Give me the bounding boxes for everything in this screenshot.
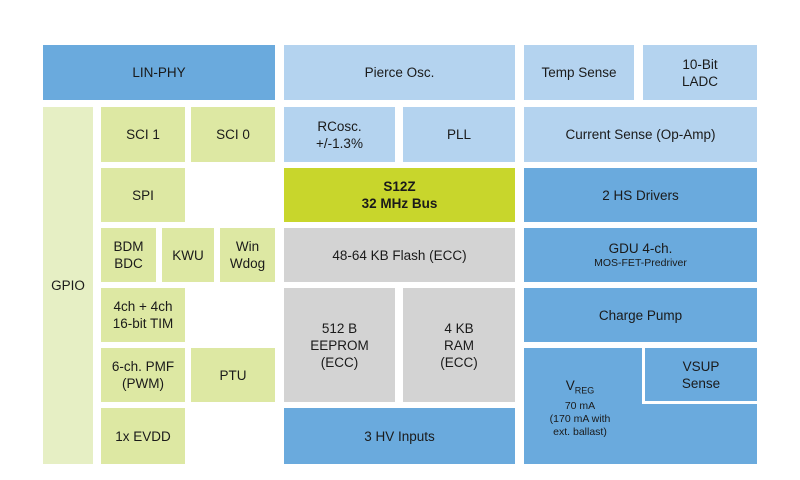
eeprom-label-line3: (ECC) xyxy=(320,354,359,370)
tim-label-line1: 4ch + 4ch xyxy=(113,299,173,314)
vreg-text-area: VREG 70 mA (170 mA with ext. ballast) xyxy=(524,348,636,464)
hs-drivers-block: 2 HS Drivers xyxy=(524,168,757,222)
charge-pump-block: Charge Pump xyxy=(524,288,757,342)
sci1-label: SCI 1 xyxy=(126,127,160,142)
rcosc-label-line2: +/-1.3% xyxy=(316,135,363,151)
vsup-label-line1: VSUP xyxy=(682,358,720,374)
spi-label: SPI xyxy=(132,187,154,203)
sci0-label: SCI 0 xyxy=(216,127,250,142)
hv-inputs-block: 3 HV Inputs xyxy=(284,408,515,464)
temp-sense-block: Temp Sense xyxy=(524,45,634,100)
pmf-label-line1: 6-ch. PMF xyxy=(111,359,175,374)
gdu-block: GDU 4-ch. MOS-FET-Predriver xyxy=(524,228,757,282)
bdm-label-line1: BDM xyxy=(113,239,144,254)
eeprom-label-line1: 512 B xyxy=(321,320,358,336)
lin-phy-label: LIN-PHY xyxy=(132,65,186,80)
tim-label-line2: 16-bit TIM xyxy=(112,316,174,331)
vreg-label-line1: VREG xyxy=(566,377,595,400)
ptu-label: PTU xyxy=(219,367,247,383)
evdd-block: 1x EVDD xyxy=(101,408,185,464)
s12z-core-block: S12Z 32 MHz Bus xyxy=(284,168,515,222)
bdm-label-line2: BDC xyxy=(114,256,143,271)
core-label-line2: 32 MHz Bus xyxy=(361,196,438,211)
kwu-block: KWU xyxy=(162,228,214,282)
gdu-label-line2: MOS-FET-Predriver xyxy=(594,257,687,269)
charge-pump-label: Charge Pump xyxy=(598,307,683,323)
temp-sense-label: Temp Sense xyxy=(541,65,617,80)
pierce-osc-label: Pierce Osc. xyxy=(364,65,435,80)
wdog-label-line2: Wdog xyxy=(229,256,266,271)
flash-block: 48-64 KB Flash (ECC) xyxy=(284,228,515,282)
eeprom-block: 512 B EEPROM (ECC) xyxy=(284,288,395,402)
vreg-label-line4: ext. ballast) xyxy=(553,425,607,438)
spi-block: SPI xyxy=(101,168,185,222)
rcosc-block: RCosc. +/-1.3% xyxy=(284,107,395,162)
hv-inputs-label: 3 HV Inputs xyxy=(364,428,435,444)
ram-label-line3: (ECC) xyxy=(440,354,478,370)
tim-block: 4ch + 4ch 16-bit TIM xyxy=(101,288,185,342)
gdu-label-line1: GDU 4-ch. xyxy=(608,241,673,256)
ladc-label-line1: 10-Bit xyxy=(682,56,718,72)
current-sense-label: Current Sense (Op-Amp) xyxy=(565,127,716,142)
pll-block: PLL xyxy=(403,107,515,162)
bdm-block: BDM BDC xyxy=(101,228,156,282)
ram-label-line2: RAM xyxy=(444,337,474,353)
pierce-osc-block: Pierce Osc. xyxy=(284,45,515,100)
pll-label: PLL xyxy=(446,127,472,142)
current-sense-block: Current Sense (Op-Amp) xyxy=(524,107,757,162)
hs-drivers-label: 2 HS Drivers xyxy=(602,187,679,203)
vsup-sense-block: VSUP Sense xyxy=(642,348,757,404)
ram-block: 4 KB RAM (ECC) xyxy=(403,288,515,402)
vsup-label-line2: Sense xyxy=(681,375,721,391)
sci0-block: SCI 0 xyxy=(191,107,275,162)
ladc-block: 10-Bit LADC xyxy=(643,45,757,100)
wdog-block: Win Wdog xyxy=(220,228,275,282)
kwu-label: KWU xyxy=(172,247,204,263)
flash-label: 48-64 KB Flash (ECC) xyxy=(332,247,467,263)
lin-phy-block: LIN-PHY xyxy=(43,45,275,100)
vreg-v: V xyxy=(565,378,575,394)
ladc-label-line2: LADC xyxy=(681,73,718,89)
sci1-block: SCI 1 xyxy=(101,107,185,162)
ram-label-line1: 4 KB xyxy=(444,320,474,336)
gpio-label: GPIO xyxy=(51,278,85,293)
pmf-label-line2: (PWM) xyxy=(122,376,164,391)
evdd-label: 1x EVDD xyxy=(115,428,171,444)
core-label-line1: S12Z xyxy=(383,179,416,194)
vreg-sub: REG xyxy=(574,385,595,396)
wdog-label-line1: Win xyxy=(235,239,260,254)
ptu-block: PTU xyxy=(191,348,275,402)
gpio-block: GPIO xyxy=(43,107,93,464)
pmf-block: 6-ch. PMF (PWM) xyxy=(101,348,185,402)
eeprom-label-line2: EEPROM xyxy=(310,337,369,353)
vreg-label-line2: 70 mA xyxy=(564,399,596,412)
rcosc-label-line1: RCosc. xyxy=(317,118,362,134)
vreg-label-line3: (170 mA with xyxy=(549,412,611,425)
